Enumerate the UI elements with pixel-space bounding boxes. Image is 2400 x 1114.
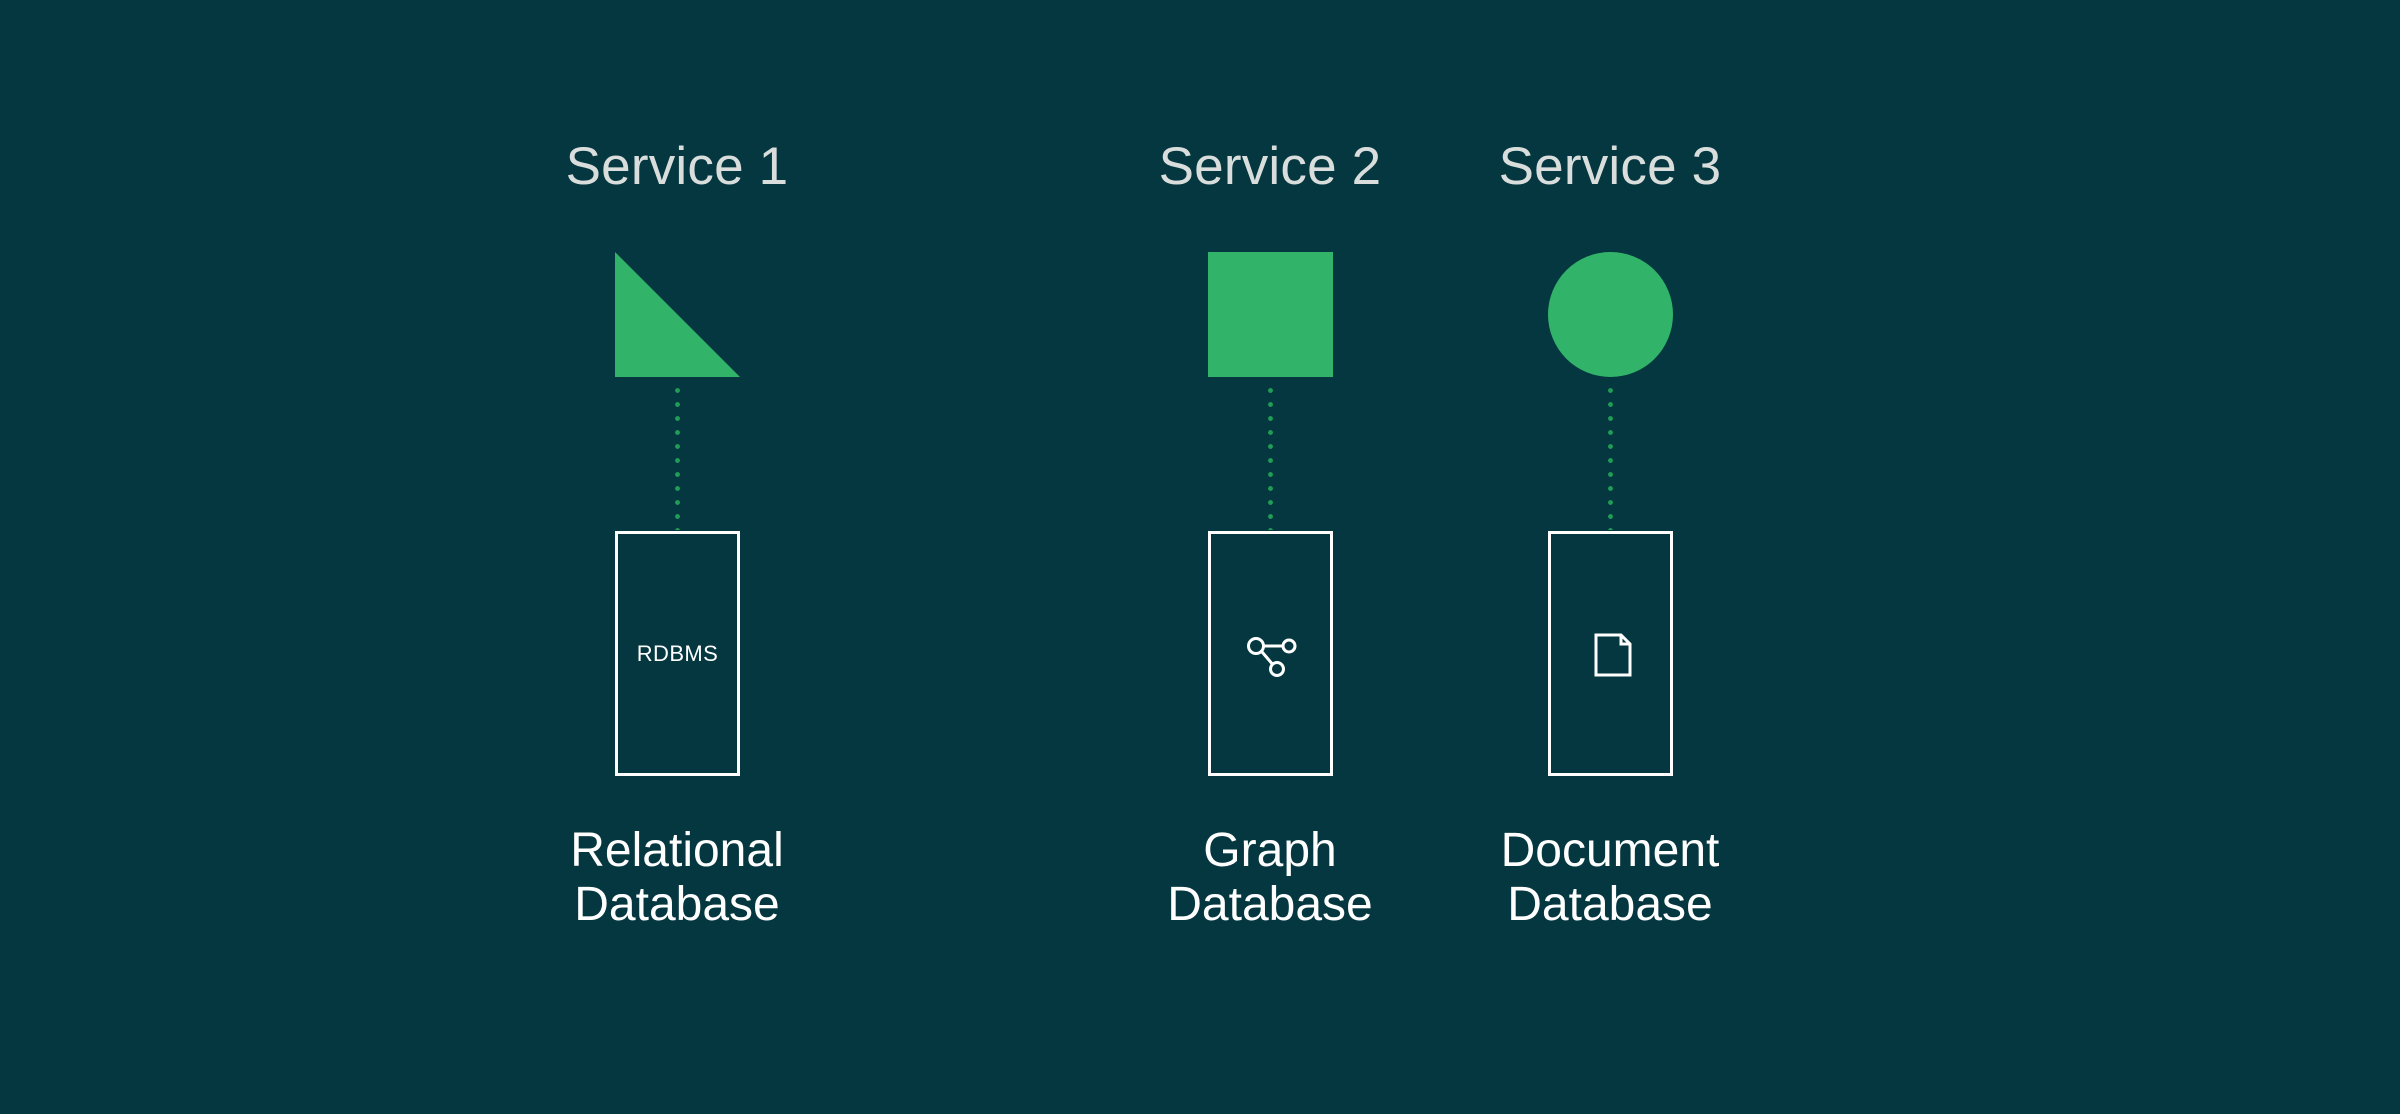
rdbms-label: RDBMS <box>636 640 719 666</box>
caption-line: Database <box>1507 877 1713 931</box>
circle-shape-icon <box>1548 252 1673 377</box>
service-column-1: Service 1 RDBMS Relational Database <box>467 0 887 1114</box>
service-title-1: Service 1 <box>565 137 789 196</box>
service-title-2: Service 2 <box>1158 137 1382 196</box>
connector-dotted-line-2 <box>1268 388 1273 530</box>
connector-dotted-line-1 <box>675 388 680 530</box>
database-caption-3: Document Database <box>1400 824 1820 932</box>
caption-line: Database <box>1167 877 1373 931</box>
caption-line: Document <box>1500 824 1720 877</box>
database-box-3 <box>1548 531 1673 776</box>
database-box-1: RDBMS <box>615 531 740 776</box>
database-caption-2: Graph Database <box>1060 824 1480 932</box>
service-shape-slot-1 <box>467 252 887 392</box>
service-shape-slot-3 <box>1400 252 1820 392</box>
service-column-3: Service 3 Document Database <box>1400 0 1820 1114</box>
service-shape-slot-2 <box>1060 252 1480 392</box>
caption-line: Database <box>574 877 780 931</box>
connector-dotted-line-3 <box>1608 388 1613 530</box>
service-title-3: Service 3 <box>1498 137 1722 196</box>
database-box-2 <box>1208 531 1333 776</box>
caption-line: Graph <box>1203 824 1337 877</box>
caption-line: Relational <box>570 824 784 877</box>
square-shape-icon <box>1208 252 1333 377</box>
database-caption-1: Relational Database <box>467 824 887 932</box>
document-page-icon <box>1594 633 1631 676</box>
graph-nodes-icon <box>1246 636 1296 677</box>
triangle-shape-icon <box>615 252 740 377</box>
service-column-2: Service 2 Graph Database <box>1060 0 1480 1114</box>
